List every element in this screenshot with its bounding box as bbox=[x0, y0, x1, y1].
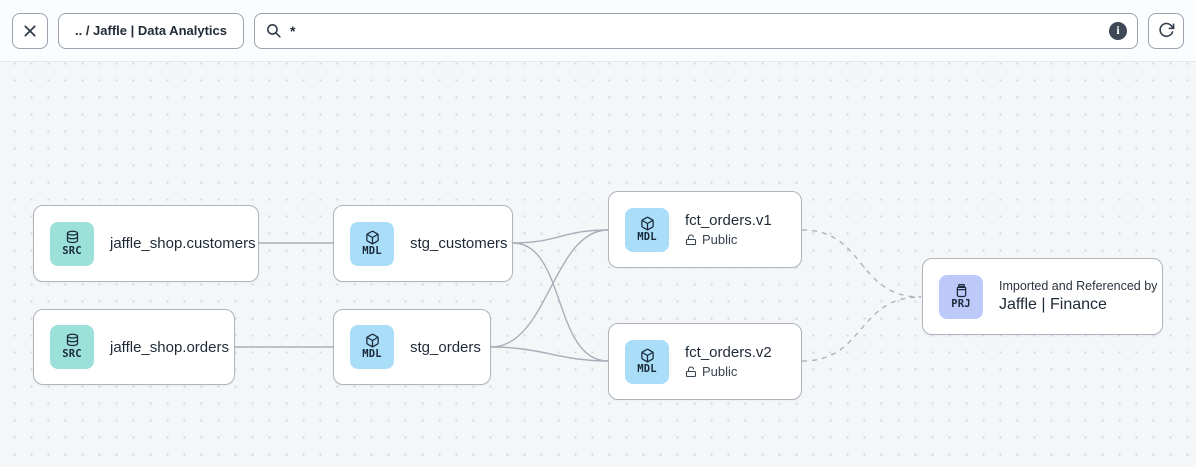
access-label: Public bbox=[702, 364, 738, 379]
access-row: Public bbox=[685, 364, 772, 379]
lineage-canvas[interactable]: SRC jaffle_shop.customers SRC jaffle_sho… bbox=[0, 62, 1196, 467]
edge-stgcustomers-to-fctv1 bbox=[512, 229, 609, 244]
project-jar-icon bbox=[956, 283, 966, 297]
breadcrumb[interactable]: .. / Jaffle | Data Analytics bbox=[58, 12, 244, 49]
access-label: Public bbox=[702, 232, 738, 247]
node-jaffle-shop-orders[interactable]: SRC jaffle_shop.orders bbox=[33, 309, 235, 385]
lineage-toolbar: .. / Jaffle | Data Analytics i bbox=[0, 0, 1196, 62]
edge-stgcustomers-to-fctv2 bbox=[512, 242, 609, 362]
node-title: fct_orders.v1 bbox=[685, 212, 772, 229]
badge-label: SRC bbox=[62, 348, 82, 361]
node-title: jaffle_shop.customers bbox=[110, 235, 256, 252]
refresh-icon bbox=[1158, 22, 1174, 38]
cube-icon bbox=[640, 216, 654, 231]
project-badge: PRJ bbox=[939, 274, 983, 319]
refresh-button[interactable] bbox=[1148, 12, 1184, 49]
badge-label: MDL bbox=[637, 362, 657, 375]
badge-label: MDL bbox=[362, 244, 382, 257]
cube-icon bbox=[365, 230, 379, 245]
model-badge: MDL bbox=[625, 339, 669, 384]
node-project-jaffle-finance[interactable]: PRJ Imported and Referenced by Jaffle | … bbox=[922, 258, 1163, 335]
project-subtitle: Imported and Referenced by bbox=[999, 279, 1158, 293]
node-fct-orders-v2[interactable]: MDL fct_orders.v2 Public bbox=[608, 323, 802, 400]
badge-label: MDL bbox=[637, 230, 657, 243]
node-title: jaffle_shop.orders bbox=[110, 338, 229, 356]
edge-stgorders-to-fctv2 bbox=[490, 346, 609, 362]
info-icon[interactable]: i bbox=[1109, 21, 1127, 40]
badge-label: SRC bbox=[62, 244, 82, 257]
model-badge: MDL bbox=[350, 221, 394, 266]
source-badge: SRC bbox=[50, 221, 94, 266]
edge-layer bbox=[235, 229, 922, 362]
node-title: stg_customers bbox=[410, 235, 508, 252]
lineage-search: i bbox=[254, 12, 1138, 49]
access-row: Public bbox=[685, 232, 772, 247]
close-icon bbox=[24, 24, 36, 37]
node-fct-orders-v1[interactable]: MDL fct_orders.v1 Public bbox=[608, 191, 802, 268]
unlock-icon bbox=[685, 365, 697, 377]
database-icon bbox=[66, 230, 78, 243]
cube-icon bbox=[365, 333, 379, 348]
close-button[interactable] bbox=[12, 12, 48, 49]
search-input[interactable] bbox=[290, 22, 1101, 39]
edge-fctv1-to-project bbox=[801, 229, 922, 298]
node-stg-customers[interactable]: MDL stg_customers bbox=[333, 205, 513, 282]
search-icon bbox=[267, 24, 281, 38]
node-jaffle-shop-customers[interactable]: SRC jaffle_shop.customers bbox=[33, 205, 259, 282]
node-title: fct_orders.v2 bbox=[685, 344, 772, 361]
node-title: stg_orders bbox=[410, 338, 481, 356]
edge-fctv2-to-project bbox=[801, 296, 922, 362]
badge-label: PRJ bbox=[951, 297, 971, 310]
node-stg-orders[interactable]: MDL stg_orders bbox=[333, 309, 491, 385]
source-badge: SRC bbox=[50, 325, 94, 369]
badge-label: MDL bbox=[362, 348, 382, 361]
cube-icon bbox=[640, 348, 654, 363]
breadcrumb-label: .. / Jaffle | Data Analytics bbox=[75, 23, 227, 38]
model-badge: MDL bbox=[625, 207, 669, 252]
database-icon bbox=[66, 333, 78, 347]
model-badge: MDL bbox=[350, 325, 394, 369]
node-title: Jaffle | Finance bbox=[999, 296, 1107, 313]
edge-stgorders-to-fctv1 bbox=[490, 229, 609, 348]
unlock-icon bbox=[685, 233, 697, 245]
